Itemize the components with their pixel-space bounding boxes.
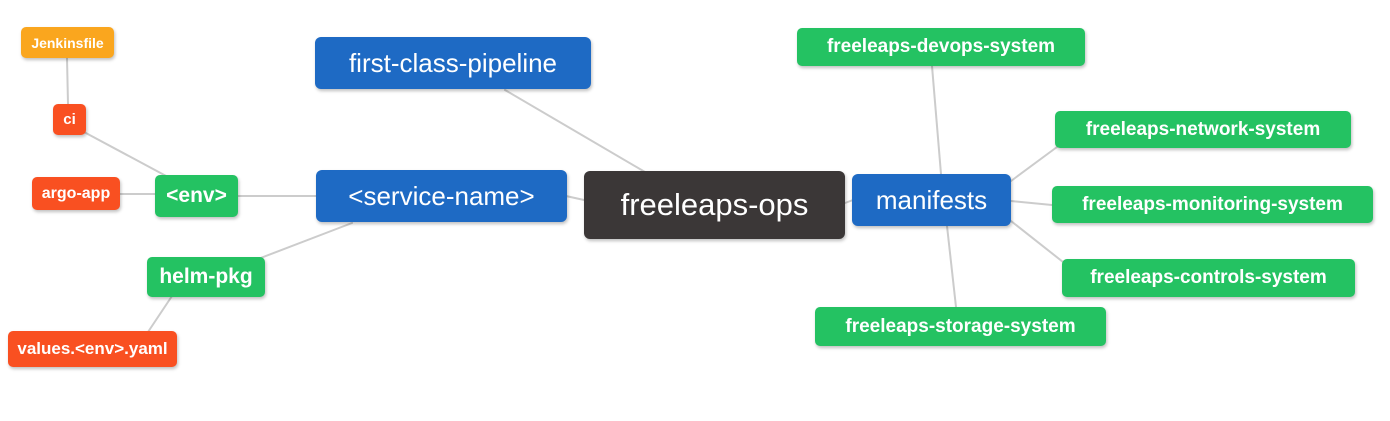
node-freeleaps-controls-system[interactable]: freeleaps-controls-system bbox=[1062, 259, 1355, 297]
edge-ops-manifests bbox=[844, 199, 854, 204]
node-freeleaps-network-system[interactable]: freeleaps-network-system bbox=[1055, 111, 1351, 148]
edge-ops-service bbox=[565, 195, 585, 201]
node-first-class-pipeline[interactable]: first-class-pipeline bbox=[315, 37, 591, 89]
node-jenkinsfile[interactable]: Jenkinsfile bbox=[21, 27, 114, 58]
node-freeleaps-monitoring-system[interactable]: freeleaps-monitoring-system bbox=[1052, 186, 1373, 223]
node-service-name[interactable]: <service-name> bbox=[316, 170, 567, 222]
edge-service-helm-pkg bbox=[257, 222, 353, 260]
node-values-env-yaml[interactable]: values.<env>.yaml bbox=[8, 331, 177, 367]
edge-manifests-storage bbox=[946, 225, 957, 308]
edge-ops-first-class-pipeline bbox=[504, 89, 646, 173]
edge-manifests-devops bbox=[931, 65, 942, 175]
node-env[interactable]: <env> bbox=[155, 175, 238, 217]
edge-ci-jenkinsfile bbox=[66, 57, 69, 105]
node-freeleaps-storage-system[interactable]: freeleaps-storage-system bbox=[815, 307, 1106, 346]
node-freeleaps-ops-root[interactable]: freeleaps-ops bbox=[584, 171, 845, 239]
node-helm-pkg[interactable]: helm-pkg bbox=[147, 257, 265, 297]
node-ci[interactable]: ci bbox=[53, 104, 86, 135]
edge-helm-pkg-values bbox=[147, 295, 173, 333]
edge-manifests-network bbox=[1010, 146, 1058, 182]
node-freeleaps-devops-system[interactable]: freeleaps-devops-system bbox=[797, 28, 1085, 66]
edge-env-ci bbox=[83, 131, 169, 178]
node-argo-app[interactable]: argo-app bbox=[32, 177, 120, 210]
edge-manifests-monitoring bbox=[1010, 200, 1053, 206]
edge-manifests-controls bbox=[1010, 220, 1064, 263]
node-manifests[interactable]: manifests bbox=[852, 174, 1011, 226]
